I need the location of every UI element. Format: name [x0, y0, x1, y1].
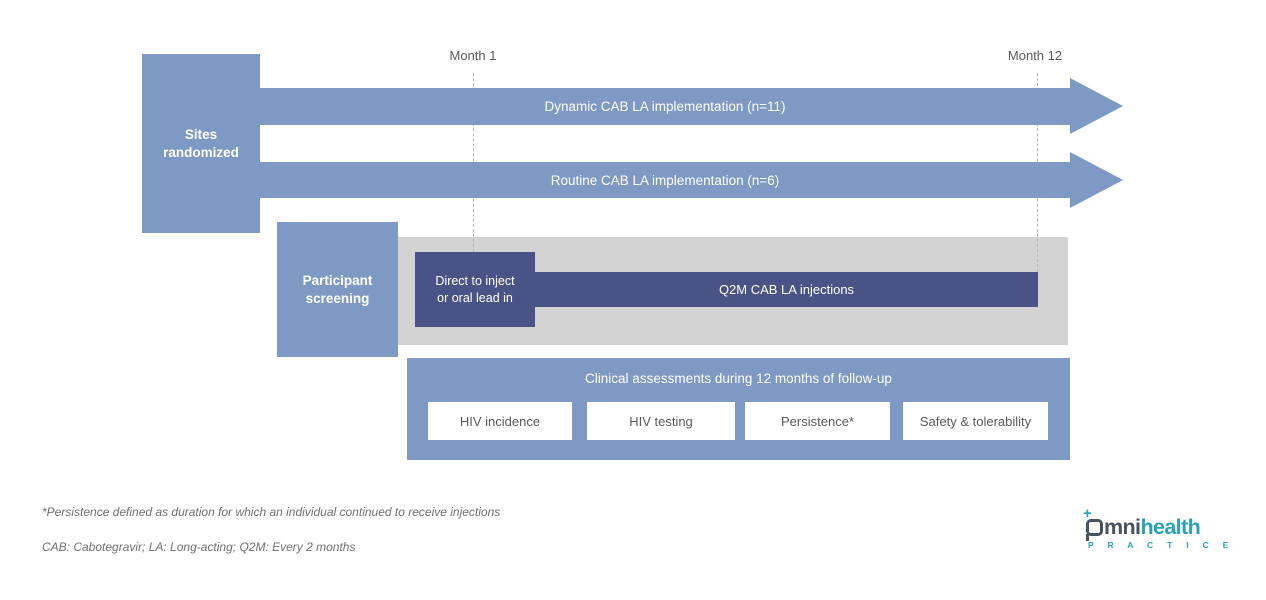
footnote-abbreviations: CAB: Cabotegravir; LA: Long-acting; Q2M:…	[42, 540, 356, 554]
assessment-hiv-testing: HIV testing	[587, 402, 735, 440]
sites-randomized-box: Sites randomized	[142, 54, 260, 233]
assessment-safety-tolerability: Safety & tolerability	[903, 402, 1048, 440]
footnote-persistence: *Persistence defined as duration for whi…	[42, 505, 501, 519]
assessment-hiv-incidence: HIV incidence	[428, 402, 572, 440]
q2m-injections-bar: Q2M CAB LA injections	[535, 272, 1038, 307]
arm-routine-arrowhead-icon	[1070, 152, 1123, 208]
lead-in-box: Direct to inject or oral lead in	[415, 252, 535, 327]
month-1-label: Month 1	[449, 48, 497, 63]
month-12-label: Month 12	[1007, 48, 1063, 63]
footnotes: *Persistence defined as duration for whi…	[42, 505, 500, 555]
logo-practice-text: P R A C T I C E	[1088, 540, 1235, 550]
arm-routine-arrow: Routine CAB LA implementation (n=6)	[260, 162, 1070, 198]
logo-brand-accent-text: health	[1140, 514, 1201, 539]
logo-brand-dark-text: mni	[1104, 514, 1141, 539]
omnihealth-logo: + mni health P R A C T I C E	[1083, 506, 1235, 550]
participant-screening-box: Participant screening	[277, 222, 398, 357]
logo-plus-icon: +	[1083, 505, 1092, 522]
arm-routine-label: Routine CAB LA implementation (n=6)	[550, 172, 780, 188]
omnihealth-logo-wordmark: + mni health	[1083, 506, 1234, 541]
assessment-persistence: Persistence*	[745, 402, 890, 440]
clinical-assessments-title: Clinical assessments during 12 months of…	[585, 371, 892, 386]
arm-dynamic-label: Dynamic CAB LA implementation (n=11)	[544, 99, 786, 114]
arm-dynamic-arrow: Dynamic CAB LA implementation (n=11)	[260, 88, 1070, 125]
clinical-assessments-box: Clinical assessments during 12 months of…	[407, 358, 1070, 460]
logo-o-glyph-icon	[1085, 519, 1103, 541]
arm-dynamic-arrowhead-icon	[1070, 78, 1123, 134]
